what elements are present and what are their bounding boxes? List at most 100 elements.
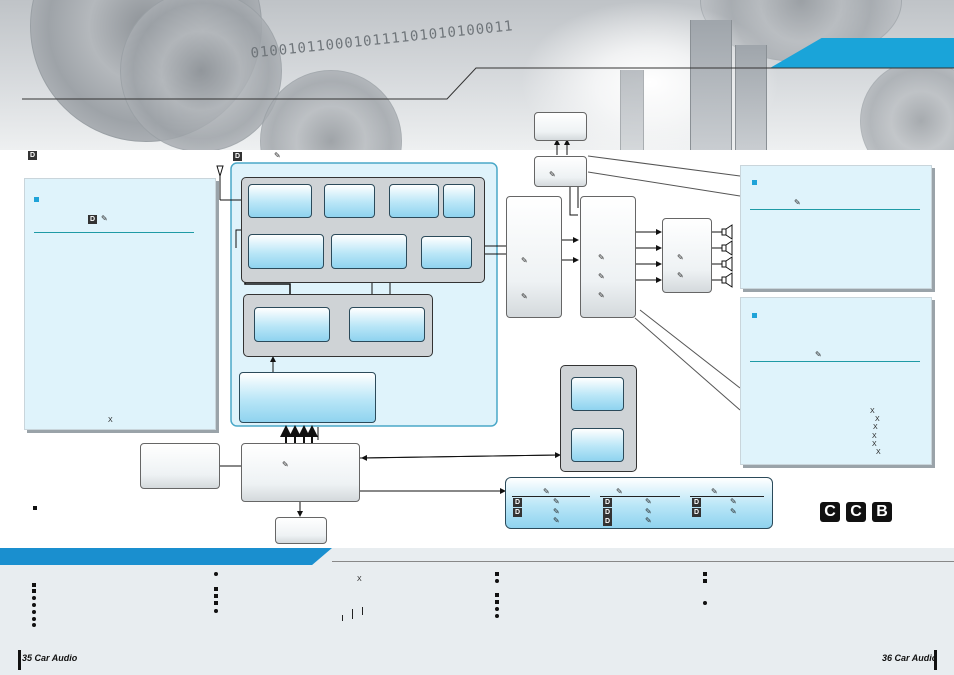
bullet — [703, 572, 707, 576]
logo-letter: B — [872, 502, 892, 522]
bullet — [32, 589, 36, 593]
tick-mark — [352, 609, 353, 619]
pen-icon: ✎ — [794, 198, 801, 207]
diagram-block — [254, 307, 330, 342]
tick-mark — [362, 607, 363, 615]
right-info-panel-bottom — [740, 297, 932, 465]
bullet — [214, 587, 218, 591]
d-badge: D — [692, 498, 701, 507]
building-graphic — [690, 20, 732, 150]
bullet — [214, 572, 218, 576]
pen-icon: ✎ — [521, 256, 528, 265]
section-marker — [752, 180, 757, 185]
footer-left: 35 Car Audio — [22, 653, 77, 663]
bullet — [495, 593, 499, 597]
bullet — [214, 609, 218, 613]
d-badge: D — [603, 517, 612, 526]
pen-icon: ✎ — [282, 460, 289, 469]
d-badge: D — [603, 508, 612, 517]
pen-icon: ✎ — [521, 292, 528, 301]
right-info-panel-top — [740, 165, 932, 289]
cross-mark: X — [870, 408, 875, 415]
cross-mark: X — [873, 424, 878, 431]
page-title: Car Audio — [894, 653, 938, 663]
bullet — [214, 594, 218, 598]
pen-icon: ✎ — [730, 497, 737, 506]
pen-icon: ✎ — [553, 516, 560, 525]
bullet — [32, 617, 36, 621]
controller-block — [241, 443, 360, 502]
processor-block — [580, 196, 636, 318]
spec-table-rule — [600, 496, 680, 497]
diagram-block — [443, 184, 475, 218]
cross-mark: X — [357, 576, 362, 583]
logo-letter: C — [820, 502, 840, 522]
diagram-block — [248, 234, 324, 269]
bullet — [32, 610, 36, 614]
pen-icon: ✎ — [598, 291, 605, 300]
cross-mark: X — [108, 417, 113, 424]
pen-icon: ✎ — [730, 507, 737, 516]
building-graphic — [620, 70, 644, 150]
bullet — [495, 600, 499, 604]
diagram-block — [389, 184, 439, 218]
section-marker — [752, 313, 757, 318]
diagram-block — [571, 428, 624, 462]
diagram-block — [239, 372, 376, 423]
pen-icon: ✎ — [645, 497, 652, 506]
d-badge: D — [513, 498, 522, 507]
speaker-icons — [721, 224, 733, 288]
pen-icon: ✎ — [598, 272, 605, 281]
pen-icon: ✎ — [543, 487, 550, 496]
pen-icon: ✎ — [549, 170, 556, 179]
left-info-panel — [24, 178, 216, 430]
cross-mark: X — [872, 441, 877, 448]
pen-icon: ✎ — [101, 214, 108, 223]
cross-mark: X — [875, 416, 880, 423]
bullet — [495, 579, 499, 583]
building-graphic — [735, 45, 767, 150]
pen-icon: ✎ — [645, 507, 652, 516]
diagram-block — [534, 112, 587, 141]
d-badge: D — [692, 508, 701, 517]
diagram-block — [534, 156, 587, 187]
page-number: 36 — [882, 653, 893, 663]
spec-table-rule — [512, 496, 590, 497]
pen-icon: ✎ — [645, 516, 652, 525]
bullet — [32, 596, 36, 600]
peripheral-block — [140, 443, 220, 489]
pen-icon: ✎ — [677, 253, 684, 262]
footer-right: 36 Car Audio — [882, 653, 937, 663]
page-number: 35 — [22, 653, 33, 663]
pen-icon: ✎ — [553, 497, 560, 506]
bullet — [495, 614, 499, 618]
diagram-block — [571, 377, 624, 411]
diagram-block — [248, 184, 312, 218]
bullet — [495, 572, 499, 576]
bullet — [33, 506, 37, 510]
bullet — [703, 601, 707, 605]
footer-bar-left — [18, 650, 21, 670]
speaker-graphic — [120, 0, 282, 150]
section-divider — [750, 361, 920, 362]
bullet — [495, 607, 499, 611]
diagram-block — [324, 184, 375, 218]
tick-mark — [342, 615, 343, 621]
header-rule — [22, 67, 954, 100]
diagram-block — [349, 307, 425, 342]
amplifier-block — [506, 196, 562, 318]
bullet — [32, 603, 36, 607]
footer-rule — [332, 561, 954, 562]
cross-mark: X — [876, 449, 881, 456]
d-badge: D — [88, 215, 97, 224]
pen-icon: ✎ — [274, 151, 281, 160]
output-block — [662, 218, 712, 293]
pen-icon: ✎ — [815, 350, 822, 359]
footer-bar-right — [934, 650, 937, 670]
d-badge: D — [233, 152, 242, 161]
footer-blue-bar — [0, 548, 332, 565]
spec-table-rule — [690, 496, 764, 497]
pen-icon: ✎ — [711, 487, 718, 496]
display-block — [275, 517, 327, 544]
section-divider — [34, 232, 194, 233]
